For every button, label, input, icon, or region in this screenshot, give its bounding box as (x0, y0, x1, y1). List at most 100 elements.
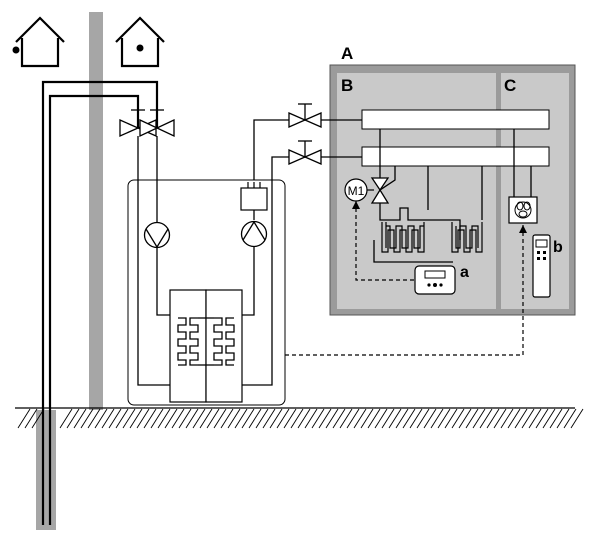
hatch-mark (402, 408, 416, 429)
hatch-mark (80, 408, 94, 429)
hatch-mark (101, 408, 115, 429)
label-building-a: A (341, 44, 353, 63)
gate-valve-icon-bottom (288, 140, 322, 165)
motor-m1-icon: M1 (344, 178, 374, 202)
fan-coil-icon (508, 196, 538, 224)
hatch-mark (311, 408, 325, 429)
hatch-mark (437, 408, 451, 429)
house-icon-right (115, 16, 165, 68)
manifold-return (361, 146, 550, 167)
hatch-mark (479, 408, 493, 429)
hatch-mark (143, 408, 157, 429)
hatch-mark (59, 408, 73, 429)
hatch-mark (283, 408, 297, 429)
hatch-mark (549, 408, 563, 429)
control-wiring (285, 201, 527, 356)
ground-hatch (15, 407, 584, 429)
heat-exchanger-icon (169, 289, 243, 403)
hatch-mark (94, 408, 108, 429)
pump-icon-right (240, 220, 268, 248)
hatch-mark (514, 408, 528, 429)
hatch-mark (409, 408, 423, 429)
hatch-mark (157, 408, 171, 429)
hatch-mark (493, 408, 507, 429)
hatch-mark (122, 408, 136, 429)
label-zone-c: C (504, 76, 516, 95)
hatch-mark (318, 408, 332, 429)
hatch-mark (192, 408, 206, 429)
label-thermostat-a: a (460, 264, 469, 281)
hatch-mark (563, 408, 577, 429)
hatch-mark (444, 408, 458, 429)
hatch-mark (451, 408, 465, 429)
hatch-mark (367, 408, 381, 429)
hatch-mark (353, 408, 367, 429)
ground-probe-shaft (89, 12, 103, 410)
hatch-mark (486, 408, 500, 429)
hatch-mark (150, 408, 164, 429)
hatch-mark (374, 408, 388, 429)
label-m1: M1 (348, 184, 365, 198)
hatch-mark (395, 408, 409, 429)
hatch-mark (136, 408, 150, 429)
hatch-mark (255, 408, 269, 429)
hatch-mark (423, 408, 437, 429)
hatch-mark (185, 408, 199, 429)
hatch-mark (115, 408, 129, 429)
hatch-mark (66, 408, 80, 429)
hatch-mark (290, 408, 304, 429)
hatch-mark (17, 408, 31, 429)
hatch-mark (199, 408, 213, 429)
manifold-supply (361, 109, 550, 130)
hatch-mark (164, 408, 178, 429)
house-icon-left (12, 16, 65, 68)
label-remote-b: b (553, 239, 563, 256)
hatch-mark (178, 408, 192, 429)
hatch-mark (276, 408, 290, 429)
hatch-mark (213, 408, 227, 429)
hatch-mark (458, 408, 472, 429)
hatch-mark (73, 408, 87, 429)
label-zone-b: B (341, 76, 353, 95)
hatch-mark (24, 408, 38, 429)
hatch-mark (465, 408, 479, 429)
hatch-mark (381, 408, 395, 429)
pump-icon-left (143, 221, 171, 249)
hatch-mark (171, 408, 185, 429)
hatch-mark (129, 408, 143, 429)
hatch-mark (241, 408, 255, 429)
hatch-mark (570, 408, 584, 429)
hatch-mark (535, 408, 549, 429)
hatch-mark (325, 408, 339, 429)
hatch-mark (388, 408, 402, 429)
hatch-mark (360, 408, 374, 429)
hatch-mark (248, 408, 262, 429)
hatch-mark (234, 408, 248, 429)
hatch-mark (206, 408, 220, 429)
hatch-mark (220, 408, 234, 429)
hatch-mark (227, 408, 241, 429)
hatch-mark (339, 408, 353, 429)
hatch-mark (304, 408, 318, 429)
hatch-mark (528, 408, 542, 429)
expansion-vessel-icon (240, 182, 268, 211)
hatch-mark (416, 408, 430, 429)
zone-b-pipes (373, 129, 483, 263)
hatch-mark (542, 408, 556, 429)
hatch-mark (108, 408, 122, 429)
hatch-mark (297, 408, 311, 429)
hatch-mark (269, 408, 283, 429)
ground-probe-borehole (36, 410, 56, 530)
hatch-mark (556, 408, 570, 429)
three-way-valve-icon (119, 109, 175, 138)
gate-valve-icon-top (288, 103, 322, 128)
remote-controller-icon (532, 234, 551, 298)
hatch-mark (87, 408, 101, 429)
zone-c-pipes (513, 129, 532, 197)
mixing-valve-icon (370, 177, 390, 204)
hatch-mark (521, 408, 535, 429)
hatch-mark (346, 408, 360, 429)
hatch-mark (472, 408, 486, 429)
hatch-mark (507, 408, 521, 429)
